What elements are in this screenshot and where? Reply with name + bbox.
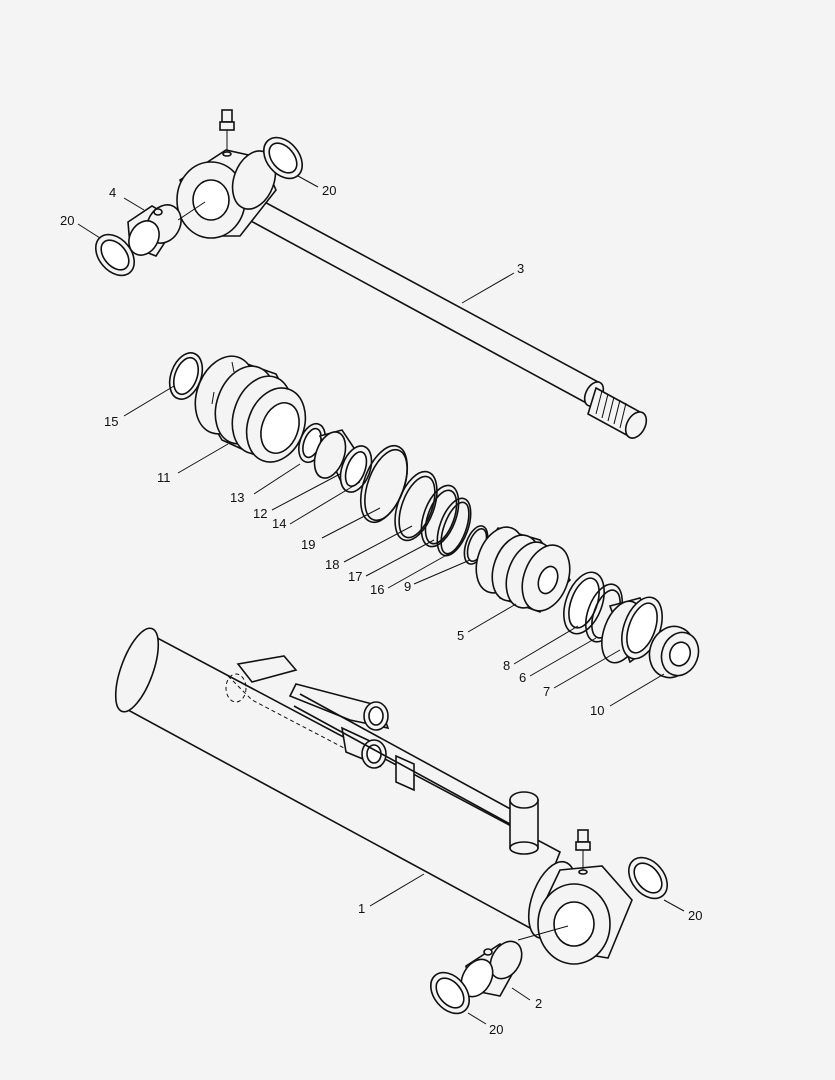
- callout-16: 16: [370, 582, 384, 597]
- callout-3: 3: [517, 261, 524, 276]
- callout-20-bottom-left: 20: [489, 1022, 503, 1037]
- callout-4: 4: [109, 185, 116, 200]
- piston-seal-part-7: [601, 596, 663, 664]
- gland-part-11: [194, 355, 307, 463]
- seal-ring-part-20-top-left: [94, 233, 136, 277]
- callout-20-bottom-right: 20: [688, 908, 702, 923]
- piston-rod-part-3: [176, 109, 648, 440]
- piston-part-5: [475, 526, 572, 613]
- callout-19: 19: [301, 537, 315, 552]
- bushing-part-2: [460, 940, 523, 998]
- callout-6: 6: [519, 670, 526, 685]
- backup-ring-part-17: [420, 484, 460, 548]
- callout-15: 15: [104, 414, 118, 429]
- seal-ring-part-20-bottom-left: [429, 971, 471, 1015]
- callout-11: 11: [157, 470, 171, 485]
- callout-17: 17: [348, 569, 362, 584]
- rod-seal-part-12-14: [313, 429, 373, 493]
- callout-14: 14: [272, 516, 286, 531]
- callout-20-top-left: 20: [60, 213, 74, 228]
- callout-10: 10: [590, 703, 604, 718]
- seal-ring-part-20-bottom-right: [627, 856, 669, 900]
- callout-1: 1: [358, 901, 365, 916]
- callout-7: 7: [543, 684, 550, 699]
- callout-5: 5: [457, 628, 464, 643]
- callout-13: 13: [230, 490, 244, 505]
- callout-9: 9: [404, 579, 411, 594]
- grease-fitting-icon: [575, 829, 591, 875]
- callout-labels: 20 4 20 3 15 11 13 12 14 19 18 17 16 9 5…: [60, 183, 702, 1037]
- wiper-ring-part-15: [168, 352, 204, 400]
- callout-20-top-right: 20: [322, 183, 336, 198]
- bushing-part-4: [127, 204, 182, 257]
- callout-2: 2: [535, 996, 542, 1011]
- callout-12: 12: [253, 506, 267, 521]
- o-ring-part-18: [394, 470, 438, 542]
- seal-ring-part-20-top-right: [262, 136, 304, 180]
- lock-nut-part-10: [648, 625, 700, 679]
- grease-fitting-icon: [219, 109, 235, 157]
- callout-8: 8: [503, 658, 510, 673]
- cylinder-barrel-part-1: [114, 627, 633, 965]
- leader-lines: [77, 175, 685, 1025]
- o-ring-part-16: [436, 497, 472, 557]
- callout-18: 18: [325, 557, 339, 572]
